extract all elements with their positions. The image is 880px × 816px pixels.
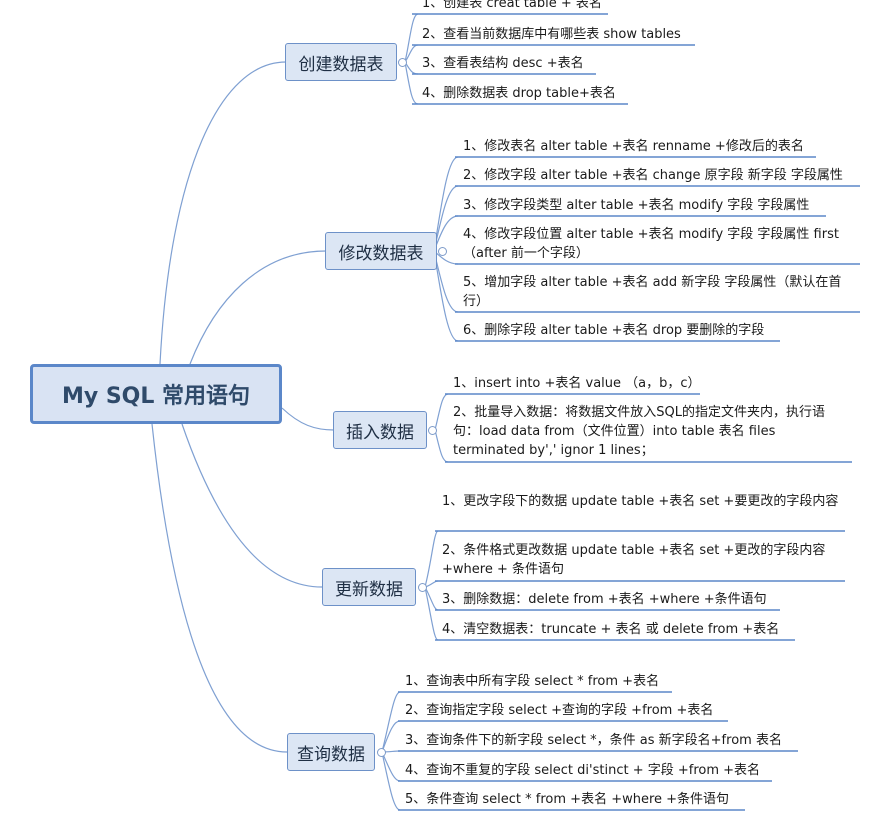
root-title: My SQL 常用语句 [61, 384, 251, 409]
connector-root-update [181, 423, 323, 588]
leaf-item: 1、创建表 creat table + 表名 [422, 0, 602, 11]
leaf-item: 1、insert into +表名 value （a，b，c） [453, 376, 701, 391]
connector-root-query [151, 423, 288, 753]
leaf-item: 1、查询表中所有字段 select * from +表名 [405, 674, 660, 689]
branch-label: 查询数据 [297, 744, 365, 765]
leaf-item: 4、删除数据表 drop table+表名 [422, 86, 616, 101]
leaf-item: 2、修改字段 alter table +表名 change 原字段 新字段 字段… [463, 168, 843, 183]
leaf-item: 4、查询不重复的字段 select di'stinct + 字段 +from +… [405, 763, 761, 778]
leaf-item: 3、查询条件下的新字段 select *，条件 as 新字段名+from 表名 [405, 733, 782, 748]
leaf-item: 5、增加字段 alter table +表名 add 新字段 字段属性（默认在首… [463, 275, 842, 309]
connector-root-alter [189, 250, 327, 365]
branch-label: 创建数据表 [298, 54, 384, 75]
leaf-item: 6、删除字段 alter table +表名 drop 要删除的字段 [463, 323, 765, 338]
leaf-item: 3、查看表结构 desc +表名 [422, 56, 584, 71]
branch-update-data[interactable]: 更新数据 [322, 568, 416, 606]
leaf-item: 2、条件格式更改数据 update table +表名 set +更改的字段内容… [442, 543, 826, 577]
leaf-item: 2、查看当前数据库中有哪些表 show tables [422, 27, 681, 42]
branch-insert-data[interactable]: 插入数据 [333, 411, 427, 449]
branch-label: 更新数据 [335, 579, 403, 600]
connector-root-insert [281, 407, 335, 431]
branch-query-data[interactable]: 查询数据 [287, 733, 375, 771]
leaf-item: 4、修改字段位置 alter table +表名 modify 字段 字段属性 … [463, 227, 839, 261]
leaf-item: 3、删除数据：delete from +表名 +where +条件语句 [442, 592, 767, 607]
collapse-toggle-icon[interactable] [398, 58, 407, 67]
leaf-item: 4、清空数据表：truncate + 表名 或 delete from +表名 [442, 622, 780, 637]
leaf-item: 3、修改字段类型 alter table +表名 modify 字段 字段属性 [463, 198, 810, 213]
branch-label: 插入数据 [346, 422, 414, 443]
branch-create-table[interactable]: 创建数据表 [285, 43, 397, 81]
collapse-toggle-icon[interactable] [438, 247, 447, 256]
connector-root-create [159, 61, 287, 365]
root-node[interactable]: My SQL 常用语句 [30, 364, 282, 424]
leaf-item: 5、条件查询 select * from +表名 +where +条件语句 [405, 792, 730, 807]
collapse-toggle-icon[interactable] [428, 426, 437, 435]
leaf-item: 2、查询指定字段 select +查询的字段 +from +表名 [405, 703, 714, 718]
branch-label: 修改数据表 [338, 243, 424, 264]
leaf-item: 1、更改字段下的数据 update table +表名 set +要更改的字段内… [442, 494, 839, 509]
leaf-item: 1、修改表名 alter table +表名 renname +修改后的表名 [463, 139, 804, 154]
leaf-item: 2、批量导入数据：将数据文件放入SQL的指定文件夹内，执行语句：load dat… [453, 405, 825, 458]
branch-alter-table[interactable]: 修改数据表 [325, 232, 437, 270]
collapse-toggle-icon[interactable] [418, 583, 427, 592]
collapse-toggle-icon[interactable] [377, 748, 386, 757]
